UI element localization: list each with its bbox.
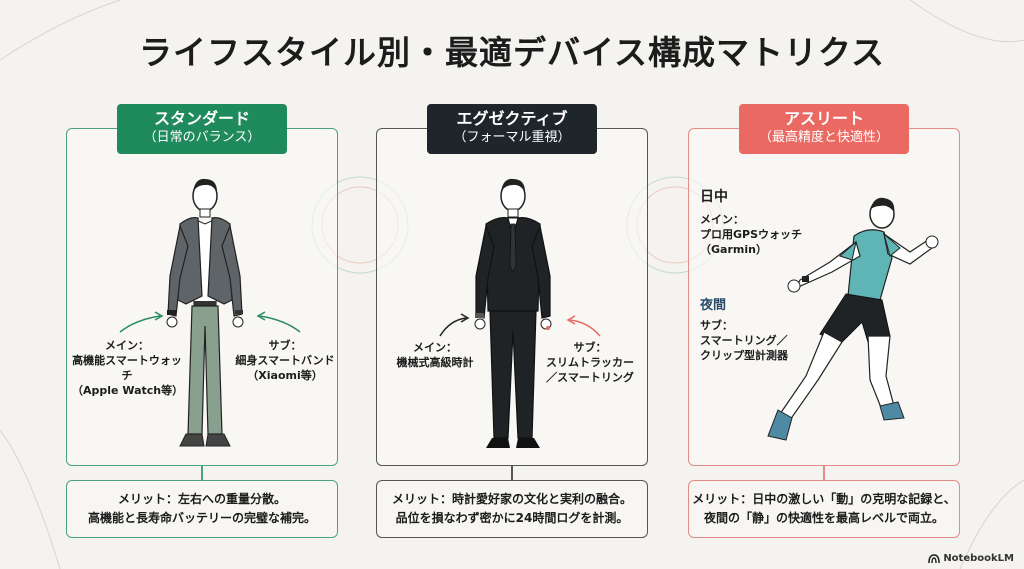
athlete-merit-line: 夜間の「静」の快適性を最高レベルで両立。 xyxy=(703,511,944,525)
executive-main-label-line: メイン： xyxy=(413,341,457,354)
athlete-header: アスリート （最高精度と快適性） xyxy=(739,104,909,154)
athlete-connector xyxy=(823,466,825,480)
athlete-night-heading: 夜間 xyxy=(700,298,727,313)
brand-label: NotebookLM xyxy=(943,553,1014,564)
executive-sub-label: サブ： スリムトラッカー ／スマートリング xyxy=(540,340,640,385)
athlete-sub-label-line: クリップ型計測器 xyxy=(700,349,788,362)
executive-main-label: メイン： 機械式高級時計 xyxy=(390,340,480,370)
athlete-main-label-line: プロ用GPSウォッチ xyxy=(700,228,803,241)
standard-main-label-line: 高機能スマートウォッチ xyxy=(72,354,182,382)
athlete-merit-line: メリット：日中の激しい「動」の克明な記録と、 xyxy=(692,492,956,506)
athlete-sub-label-line: スマートリング／ xyxy=(700,334,788,347)
executive-header-title: エグゼクティブ xyxy=(456,109,568,128)
executive-sub-label-line: ／スマートリング xyxy=(546,371,634,384)
executive-sub-label-line: サブ： xyxy=(573,341,607,354)
athlete-main-label-line: メイン： xyxy=(700,213,744,226)
standard-arrows xyxy=(119,311,301,333)
executive-merit-line: メリット：時計愛好家の文化と実利の融合。 xyxy=(391,492,632,506)
athlete-sub-label-line: サブ： xyxy=(700,319,733,332)
athlete-merit-box: メリット：日中の激しい「動」の克明な記録と、 夜間の「静」の快適性を最高レベルで… xyxy=(688,480,960,538)
standard-header: スタンダード （日常のバランス） xyxy=(117,104,287,154)
athlete-runner-illustration xyxy=(767,197,939,441)
standard-sub-label: サブ： 細身スマートバンド （Xiaomi等） xyxy=(230,338,340,383)
executive-arrows xyxy=(439,313,601,337)
standard-merit-line: メリット：左右への重量分散。 xyxy=(117,492,286,506)
standard-main-label-line: （Apple Watch等） xyxy=(72,384,184,397)
standard-main-label-line: メイン： xyxy=(105,339,149,352)
executive-sub-label-line: スリムトラッカー xyxy=(546,356,634,369)
athlete-day-heading: 日中 xyxy=(700,189,728,205)
page-title: ライフスタイル別・最適デバイス構成マトリクス xyxy=(138,33,886,72)
standard-merit-box: メリット：左右への重量分散。 高機能と長寿命バッテリーの完璧な補完。 xyxy=(66,480,338,538)
athlete-main-label: メイン： プロ用GPSウォッチ （Garmin） xyxy=(700,212,810,257)
standard-connector xyxy=(201,466,203,480)
executive-merit-line: 品位を損なわず密かに24時間ログを計測。 xyxy=(395,511,629,525)
standard-header-subtitle: （日常のバランス） xyxy=(143,130,261,145)
executive-merit-box: メリット：時計愛好家の文化と実利の融合。 品位を損なわず密かに24時間ログを計測… xyxy=(376,480,648,538)
standard-person-illustration xyxy=(166,178,244,447)
standard-main-label: メイン： 高機能スマートウォッチ （Apple Watch等） xyxy=(72,338,184,398)
standard-header-title: スタンダード xyxy=(153,109,250,128)
executive-connector xyxy=(511,466,513,480)
athlete-panel xyxy=(688,128,960,466)
athlete-sub-label: サブ： スマートリング／ クリップ型計測器 xyxy=(700,318,800,363)
standard-sub-label-line: 細身スマートバンド xyxy=(235,354,335,367)
athlete-header-title: アスリート xyxy=(783,109,864,128)
executive-person-illustration xyxy=(474,178,552,448)
athlete-header-subtitle: （最高精度と快適性） xyxy=(758,130,889,145)
notebooklm-logo-icon xyxy=(928,553,941,563)
standard-merit-line: 高機能と長寿命バッテリーの完璧な補完。 xyxy=(87,511,316,525)
standard-sub-label-line: （Xiaomi等） xyxy=(247,369,323,382)
standard-sub-label-line: サブ： xyxy=(268,339,302,352)
executive-main-label-line: 機械式高級時計 xyxy=(396,356,474,369)
athlete-main-label-line: （Garmin） xyxy=(700,243,767,256)
executive-header: エグゼクティブ （フォーマル重視） xyxy=(427,104,597,154)
executive-header-subtitle: （フォーマル重視） xyxy=(453,130,571,145)
notebooklm-brand: NotebookLM xyxy=(928,553,1014,564)
